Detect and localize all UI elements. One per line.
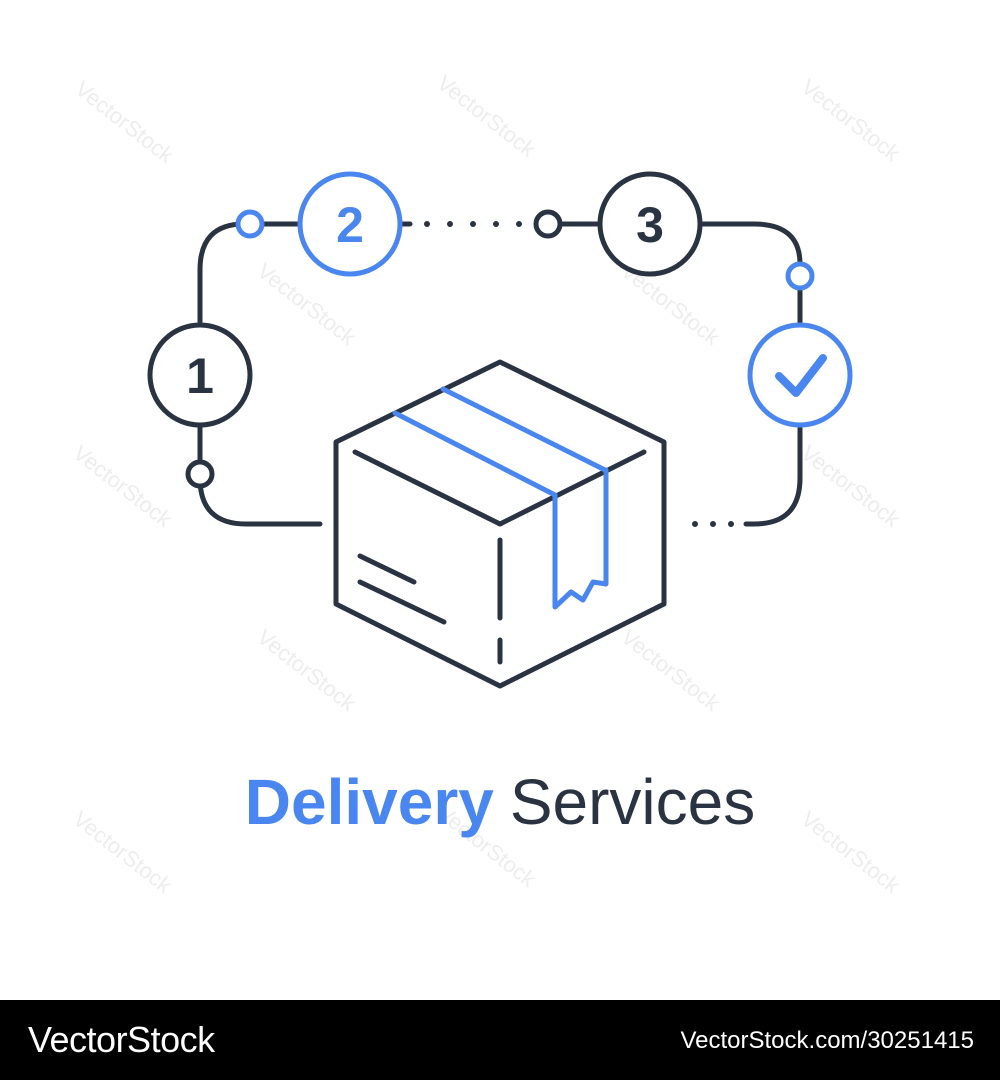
dotted-line bbox=[424, 221, 734, 527]
route-node bbox=[533, 209, 563, 239]
step-1-badge: 1 bbox=[147, 322, 253, 428]
footer-brand: VectorStock bbox=[28, 1019, 215, 1060]
route-node bbox=[235, 209, 265, 239]
step-3-badge: 3 bbox=[597, 171, 703, 277]
route-line bbox=[699, 221, 803, 267]
footer-bar: VectorStock VectorStock.com/30251415 bbox=[0, 1000, 1000, 1080]
step-2-number: 2 bbox=[336, 197, 364, 253]
route-line bbox=[743, 425, 803, 527]
route-line bbox=[197, 425, 323, 527]
headline-word-services: Services bbox=[509, 766, 756, 838]
checkmark-icon bbox=[747, 322, 853, 428]
step-1-number: 1 bbox=[186, 348, 214, 404]
footer-image-id: VectorStock.com/30251415 bbox=[680, 1027, 974, 1054]
route-line bbox=[197, 221, 247, 325]
step-2-badge: 2 bbox=[297, 171, 403, 277]
cardboard-box-icon bbox=[333, 359, 667, 689]
headline-word-delivery: Delivery bbox=[244, 766, 494, 838]
route-node bbox=[785, 261, 815, 291]
step-3-number: 3 bbox=[636, 197, 664, 253]
delivery-illustration: 1 2 3 bbox=[147, 171, 853, 689]
route-node bbox=[185, 459, 215, 489]
